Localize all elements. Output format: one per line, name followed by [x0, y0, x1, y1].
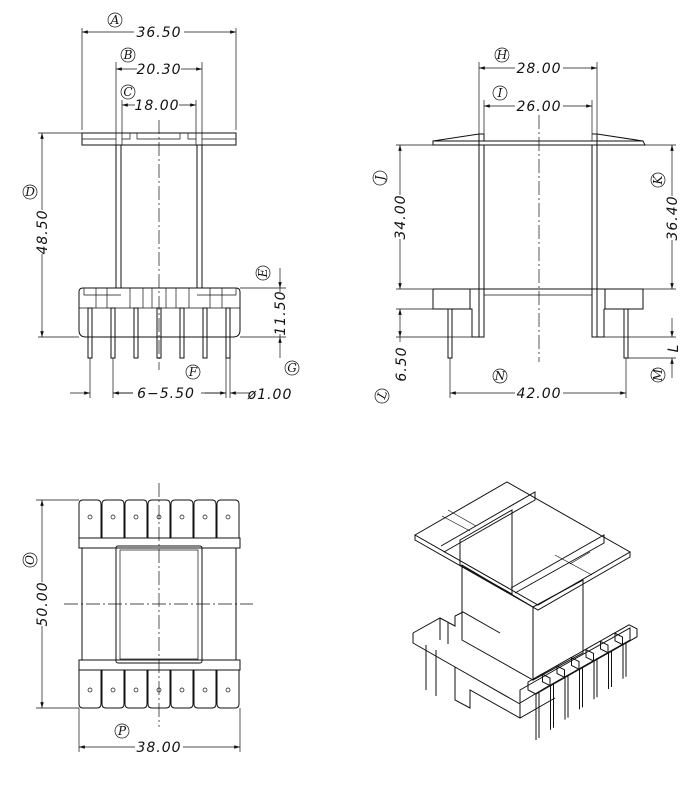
bottom-view: 50.00 O 38.00 P: [22, 483, 253, 756]
label-p: P: [114, 723, 130, 739]
label-k: K: [650, 172, 666, 188]
side-view: 28.00 26.00 H I 34.00 J 36.40 K 6.50 L L…: [372, 47, 682, 404]
label-g: G: [284, 360, 300, 376]
label-a: A: [107, 12, 123, 28]
comb-finger-bottom: [101, 670, 125, 709]
pin-hole: [202, 514, 208, 520]
pin: [87, 307, 93, 359]
svg-text:O: O: [23, 555, 37, 565]
pin-hole: [133, 687, 139, 693]
comb-finger-top: [101, 499, 125, 538]
dim-h-value: 28.00: [516, 61, 561, 77]
pin: [202, 307, 208, 359]
front-view: 36.50 20.30 18.00 A B C 48.50 D 11.50 E …: [22, 12, 300, 403]
dim-m-value: L: [666, 344, 682, 353]
label-n: N: [492, 368, 508, 384]
pin-hole: [179, 514, 185, 520]
svg-text:A: A: [110, 13, 120, 27]
svg-text:C: C: [123, 85, 132, 99]
iso-base-right: [519, 627, 631, 704]
label-o: O: [22, 552, 38, 568]
dim-d-value: 48.50: [35, 209, 51, 254]
pin: [133, 307, 139, 359]
pin-hole: [87, 514, 93, 520]
comb-finger-bottom: [170, 670, 194, 709]
svg-text:E: E: [256, 268, 270, 278]
iso-top-plate: [413, 481, 632, 606]
dim-a-value: 36.50: [136, 25, 181, 41]
pin-hole: [225, 687, 231, 693]
pin-hole: [179, 687, 185, 693]
dim-k-value: 36.40: [665, 195, 681, 240]
dim-o-value: 50.00: [35, 581, 51, 626]
svg-text:F: F: [188, 365, 198, 379]
side-pin-left: [447, 308, 453, 359]
pin: [110, 307, 116, 359]
dim-g-value: ø1.00: [247, 387, 293, 403]
comb-finger-top: [170, 499, 194, 538]
label-d: D: [22, 184, 38, 200]
dim-l-value: 6.50: [394, 346, 410, 381]
dim-e-value: 11.50: [273, 290, 289, 335]
dim-j-value: 34.00: [393, 194, 409, 239]
base: [78, 287, 241, 338]
comb-finger-top: [193, 499, 217, 538]
svg-text:I: I: [497, 86, 503, 100]
svg-text:J: J: [373, 174, 387, 183]
pin-hole: [202, 687, 208, 693]
label-i: I: [492, 85, 508, 101]
svg-text:D: D: [24, 185, 35, 199]
label-h: H: [494, 47, 510, 63]
pin: [179, 307, 185, 359]
pin-hole: [133, 514, 139, 520]
label-j: J: [372, 170, 388, 186]
comb-finger-top: [124, 499, 148, 538]
side-walls: [478, 133, 598, 338]
pin-hole: [110, 687, 116, 693]
core-walls: [115, 145, 203, 288]
iso-core-opening: [459, 509, 513, 595]
label-e: E: [255, 265, 271, 281]
dim-b-value: 20.30: [136, 62, 181, 78]
svg-text:P: P: [117, 724, 127, 738]
dim-f-value: 6−5.50: [137, 386, 195, 402]
label-m: M: [650, 367, 666, 383]
svg-text:H: H: [496, 48, 508, 62]
label-l: L: [374, 388, 390, 404]
pin: [225, 307, 231, 359]
label-b: B: [120, 47, 136, 63]
svg-text:M: M: [651, 368, 665, 382]
comb-finger-top: [78, 499, 102, 538]
svg-text:B: B: [123, 48, 133, 62]
dim-i-value: 26.00: [516, 99, 561, 115]
comb-finger-bottom: [124, 670, 148, 709]
dim-p-value: 38.00: [136, 740, 181, 756]
comb-finger-bottom: [193, 670, 217, 709]
side-pin-right: [623, 308, 629, 359]
svg-text:N: N: [494, 369, 506, 383]
pin-hole: [87, 687, 93, 693]
isometric-view: [412, 481, 638, 740]
pin-hole: [225, 514, 231, 520]
comb-finger-bottom: [78, 670, 102, 709]
dim-n-value: 42.00: [516, 386, 561, 402]
svg-text:K: K: [651, 174, 665, 185]
dim-c-value: 18.00: [134, 98, 179, 114]
svg-text:G: G: [287, 361, 297, 375]
pin-hole: [110, 514, 116, 520]
comb-finger-bottom: [216, 670, 240, 709]
label-c: C: [120, 84, 136, 100]
label-f: F: [185, 364, 201, 380]
comb-finger-top: [216, 499, 240, 538]
